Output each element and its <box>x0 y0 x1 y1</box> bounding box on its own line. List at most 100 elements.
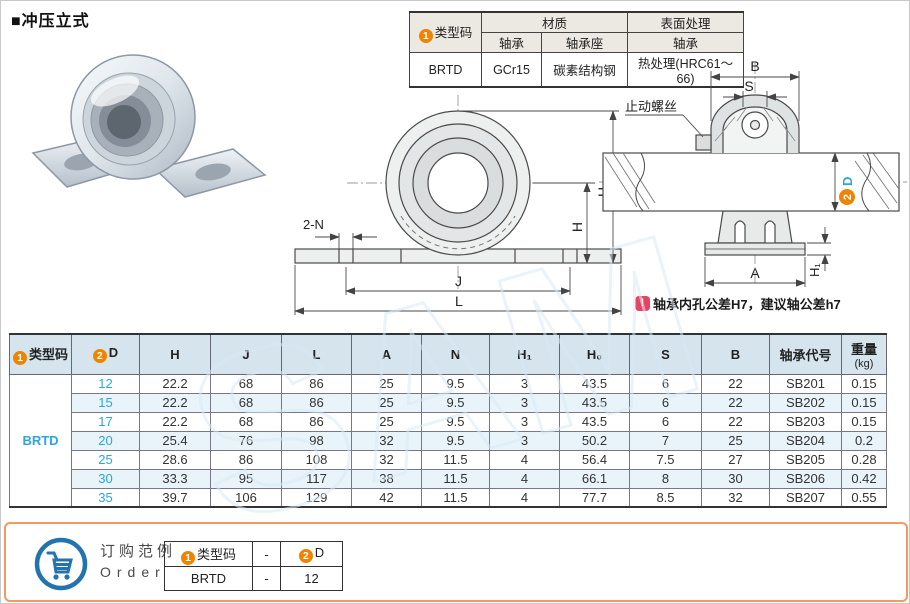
order-example-label-en: Order <box>100 564 166 580</box>
cell: 30 <box>701 468 770 489</box>
cell: 43.5 <box>559 373 630 394</box>
d-cell[interactable]: 20 <box>71 430 140 451</box>
spec-type-code-value[interactable]: BRTD <box>409 52 482 88</box>
cell: SB204 <box>769 430 842 451</box>
cell: 129 <box>281 487 352 508</box>
cell: 8 <box>629 468 702 489</box>
cell: 27 <box>701 449 770 470</box>
cell: SB202 <box>769 392 842 413</box>
cell: 108 <box>281 449 352 470</box>
cell: 22 <box>701 411 770 432</box>
cell: 66.1 <box>559 468 630 489</box>
dim-l-label: L <box>455 293 463 309</box>
circle-1-icon: 1 <box>12 350 27 365</box>
cell: SB203 <box>769 411 842 432</box>
cell: 0.28 <box>841 449 887 470</box>
cell: 32 <box>351 430 422 451</box>
cell: 8.5 <box>629 487 702 508</box>
col-l: L <box>281 333 352 375</box>
cell: 9.5 <box>421 392 490 413</box>
order-example-label-cn: 订购范例 <box>100 543 177 560</box>
spec-bearing-header: 轴承 <box>481 32 542 53</box>
order-value-dash: - <box>252 566 281 591</box>
d-cell[interactable]: 25 <box>71 449 140 470</box>
cell: 43.5 <box>559 392 630 413</box>
cell: 11.5 <box>421 449 490 470</box>
cell: 39.7 <box>139 487 211 508</box>
product-photo <box>31 54 267 198</box>
cell: 3 <box>489 411 560 432</box>
tolerance-note: ! 轴承内孔公差H7，建议轴公差h7 <box>635 294 841 313</box>
cell: 22 <box>701 392 770 413</box>
cell: 22.2 <box>139 392 211 413</box>
cart-icon <box>34 537 88 591</box>
d-cell[interactable]: 35 <box>71 487 140 508</box>
cell: 0.42 <box>841 468 887 489</box>
cell: 42 <box>351 487 422 508</box>
cell: 68 <box>210 373 282 394</box>
order-col-dash: - <box>252 541 281 567</box>
photo-housing <box>70 54 196 180</box>
dim-d-label: 2 D <box>839 177 855 205</box>
cell: 117 <box>281 468 352 489</box>
cell: 0.15 <box>841 373 887 394</box>
cell: SB205 <box>769 449 842 470</box>
cell: 25.4 <box>139 430 211 451</box>
cell: 9.5 <box>421 411 490 432</box>
col-weight: 重量(kg) <box>841 333 887 375</box>
cell: 9.5 <box>421 373 490 394</box>
col-n: N <box>421 333 490 375</box>
cell: 32 <box>701 487 770 508</box>
circle-2-icon: 2 <box>298 549 313 563</box>
cell: 98 <box>281 430 352 451</box>
d-cell[interactable]: 15 <box>71 392 140 413</box>
d-cell[interactable]: 30 <box>71 468 140 489</box>
page-title: ■冲压立式 <box>11 13 90 30</box>
dim-h-label: H <box>569 222 585 232</box>
circle-1-icon: 1 <box>180 550 195 565</box>
cell: SB206 <box>769 468 842 489</box>
cell: 56.4 <box>559 449 630 470</box>
cell: 6 <box>629 373 702 394</box>
cell: 32 <box>351 449 422 470</box>
spec-surface-header: 表面处理 <box>627 11 744 33</box>
cell: 7 <box>629 430 702 451</box>
d-cell[interactable]: 17 <box>71 411 140 432</box>
cell: 86 <box>281 392 352 413</box>
cell: 3 <box>489 430 560 451</box>
col-h: H <box>139 333 211 375</box>
set-screw-label: 止动螺丝 <box>625 99 677 114</box>
cell: 0.15 <box>841 392 887 413</box>
spec-surface-treatment: 热处理(HRC61～66) <box>627 52 744 88</box>
front-view-drawing: 2-N J L H H₀ <box>294 95 622 315</box>
order-value-type-code: BRTD <box>164 566 253 591</box>
dim-j-label: J <box>455 273 462 289</box>
tolerance-note-text: 轴承内孔公差H7，建议轴公差h7 <box>653 297 841 312</box>
cell: SB201 <box>769 373 842 394</box>
d-cell[interactable]: 12 <box>71 373 140 394</box>
cell: 6 <box>629 411 702 432</box>
type-code-cell[interactable]: BRTD <box>9 373 72 508</box>
spec-material-header: 材质 <box>481 11 628 33</box>
circle-2-icon: 2 <box>92 349 107 364</box>
cell: 22.2 <box>139 411 211 432</box>
col-a: A <box>351 333 422 375</box>
cell: 25 <box>351 411 422 432</box>
cell: 76 <box>210 430 282 451</box>
cell: 50.2 <box>559 430 630 451</box>
cell: 3 <box>489 373 560 394</box>
col-bearing-code: 轴承代号 <box>769 333 842 375</box>
col-h0: H₀ <box>559 333 630 375</box>
